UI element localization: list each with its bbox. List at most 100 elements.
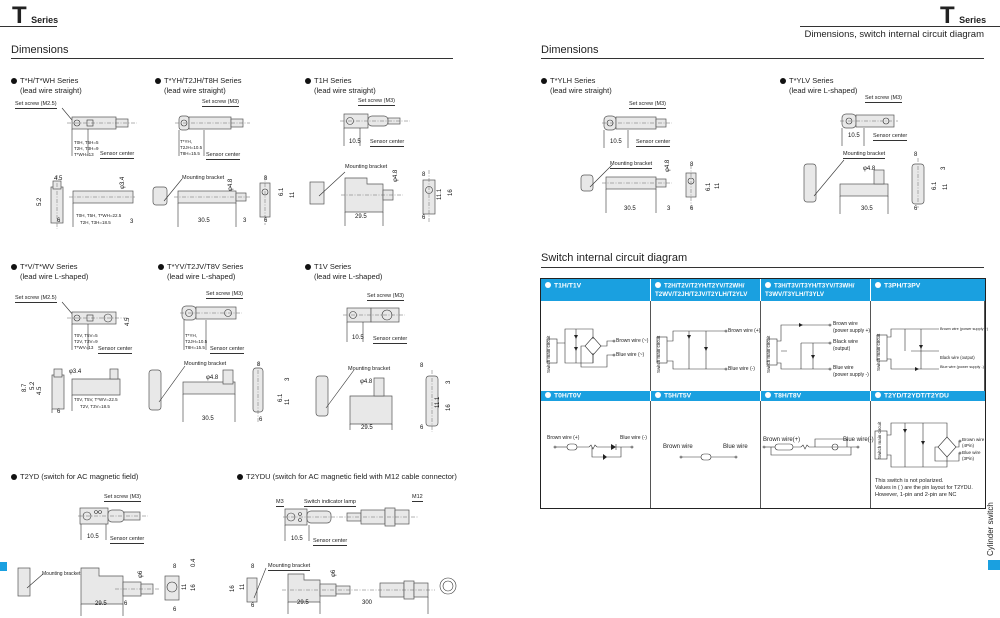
block-subtitle: (lead wire straight) [314, 86, 376, 95]
length-label: T2V, T3V=18.5 [80, 404, 110, 409]
circuit-t5h-diagram [679, 453, 738, 461]
dim-label: 10.5 [352, 335, 364, 341]
circuit-cell-t1h: Switch main circuit Brown wire (~) Blue … [541, 301, 651, 391]
bullet-icon [765, 282, 771, 288]
block-title: T1V Series [305, 262, 382, 272]
drawing-t-ylv-top [840, 113, 898, 146]
dim-label: 10.5 [87, 534, 99, 540]
wire-label: Blue wire (-) [728, 366, 755, 372]
label-set-screw: Set screw (M3) [865, 95, 902, 103]
offset-label: T2V, T3V=9 [74, 339, 98, 344]
dim-label: 16 [446, 404, 452, 411]
label-mounting-bracket: Mounting bracket [345, 164, 388, 170]
circuit-t2yd-diagram [874, 422, 962, 468]
offset-label: T0H, T5H=5 [74, 140, 99, 145]
block-subtitle: (lead wire L-shaped) [789, 86, 858, 95]
series-letter: T [940, 2, 955, 29]
circuit-t2h-diagram [656, 329, 728, 371]
bullet-icon [545, 282, 551, 288]
series-word: Series [31, 15, 59, 25]
block-t1v-series: T1V Series (lead wire L-shaped) [305, 262, 382, 282]
block-title: T2YD (switch for AC magnetic field) [11, 472, 138, 482]
label-sensor-center: Sensor center [313, 538, 348, 546]
bullet-icon [305, 77, 311, 84]
offset-label: T8H=15.5 [180, 151, 200, 156]
dim-label: 6.1 [278, 393, 284, 402]
wire-label: Brown wire [663, 444, 693, 450]
length-label: T0H, T5H, T*WH=22.5 [76, 213, 122, 218]
dim-label: φ4.8 [863, 166, 876, 172]
label-switch-indicator-lamp: Switch indicator lamp [304, 499, 356, 507]
bullet-icon [305, 263, 311, 270]
dim-label: 29.5 [297, 600, 309, 606]
right-page-header: T Series [940, 4, 986, 28]
circuit-t8h-diagram [762, 438, 860, 456]
wire-label: Brown wire(+) [763, 437, 801, 443]
dim-label: φ3.4 [69, 369, 82, 375]
switch-main-circuit-label: Switch main circuit [766, 335, 771, 373]
block-subtitle: (lead wire L-shaped) [167, 272, 236, 281]
offset-label: T*WH=13 [74, 152, 94, 157]
drawing-t-ylh-side [580, 164, 697, 213]
drawing-t2yd-top [78, 507, 148, 540]
block-t-ylh-series: T*YLH Series (lead wire straight) [541, 76, 612, 96]
label-sensor-center: Sensor center [100, 151, 135, 159]
label-sensor-center: Sensor center [873, 133, 908, 141]
section-title-dimensions: Dimensions [541, 44, 599, 56]
dim-label: φ4.8 [665, 159, 671, 172]
circuit-header-t8h: T8H/T8V [761, 391, 871, 401]
drawing-t-yv-top [180, 305, 242, 350]
dim-label: 8 [173, 564, 177, 570]
dim-label: 6 [420, 425, 424, 431]
wire-label: Brown wire (power supply +) [940, 327, 989, 331]
dim-label: 30.5 [202, 416, 214, 422]
block-title: T*H/T*WH Series [11, 76, 82, 86]
drawing-t-h-top [61, 107, 137, 156]
label-mounting-bracket: Mounting bracket [348, 366, 391, 372]
circuit-t3ph-diagram [876, 328, 939, 371]
dim-label: 10.5 [848, 133, 860, 139]
block-subtitle: (lead wire L-shaped) [20, 272, 89, 281]
length-label: T2H, T3H=18.5 [80, 220, 111, 225]
section-rule [541, 58, 984, 59]
drawing-t-v-top [61, 301, 128, 350]
dim-label: 11 [182, 583, 188, 590]
dim-label: 5.2 [30, 381, 36, 390]
dim-label: 0.4 [191, 558, 197, 567]
offset-label: T*YH, [185, 333, 198, 338]
circuit-header-t0h: T0H/T0V [541, 391, 651, 401]
block-t-ylv-series: T*YLV Series (lead wire L-shaped) [780, 76, 857, 96]
label-m3: M3 [276, 499, 284, 507]
page-edge-tab [0, 562, 7, 571]
drawing-t1h-side [309, 170, 436, 226]
bullet-icon [11, 77, 17, 84]
block-t-h-series: T*H/T*WH Series (lead wire straight) [11, 76, 82, 96]
circuit-header-t3ph: T3PH/T3PV [871, 279, 985, 301]
label-sensor-center: Sensor center [206, 152, 241, 160]
dim-label: 8 [914, 152, 918, 158]
label-set-screw: Set screw (M2.5) [15, 101, 57, 109]
dim-label: 29.5 [95, 601, 107, 607]
t2yd-note-line: This switch is not polarized. [875, 478, 944, 484]
dim-label: 10.5 [291, 536, 303, 542]
drawing-t-ylh-top [602, 115, 672, 148]
drawing-t2ydu-side [246, 567, 457, 614]
label-mounting-bracket: Mounting bracket [610, 161, 653, 169]
switch-main-circuit-label: Switch main circuit [546, 335, 551, 373]
dim-label: 3 [243, 218, 247, 224]
bullet-icon [11, 473, 17, 480]
circuit-header-t5h: T5H/T5V [651, 391, 761, 401]
dim-label: 30.5 [198, 218, 210, 224]
dim-label: 300 [362, 600, 373, 606]
label-mounting-bracket: Mounting bracket [843, 151, 886, 159]
circuit-cell-t5h: Brown wire Blue wire [651, 401, 761, 508]
wire-label: Blue wire (power supply -) [940, 365, 984, 369]
label-sensor-center: Sensor center [370, 139, 405, 147]
wire-label: Blue wire [962, 450, 981, 455]
dim-label: φ4.8 [360, 379, 373, 385]
block-title: T*V/T*WV Series [11, 262, 88, 272]
drawing-t1v-top [343, 307, 405, 342]
bullet-icon [237, 473, 243, 480]
series-word: Series [959, 15, 987, 25]
label-sensor-center: Sensor center [636, 139, 671, 147]
